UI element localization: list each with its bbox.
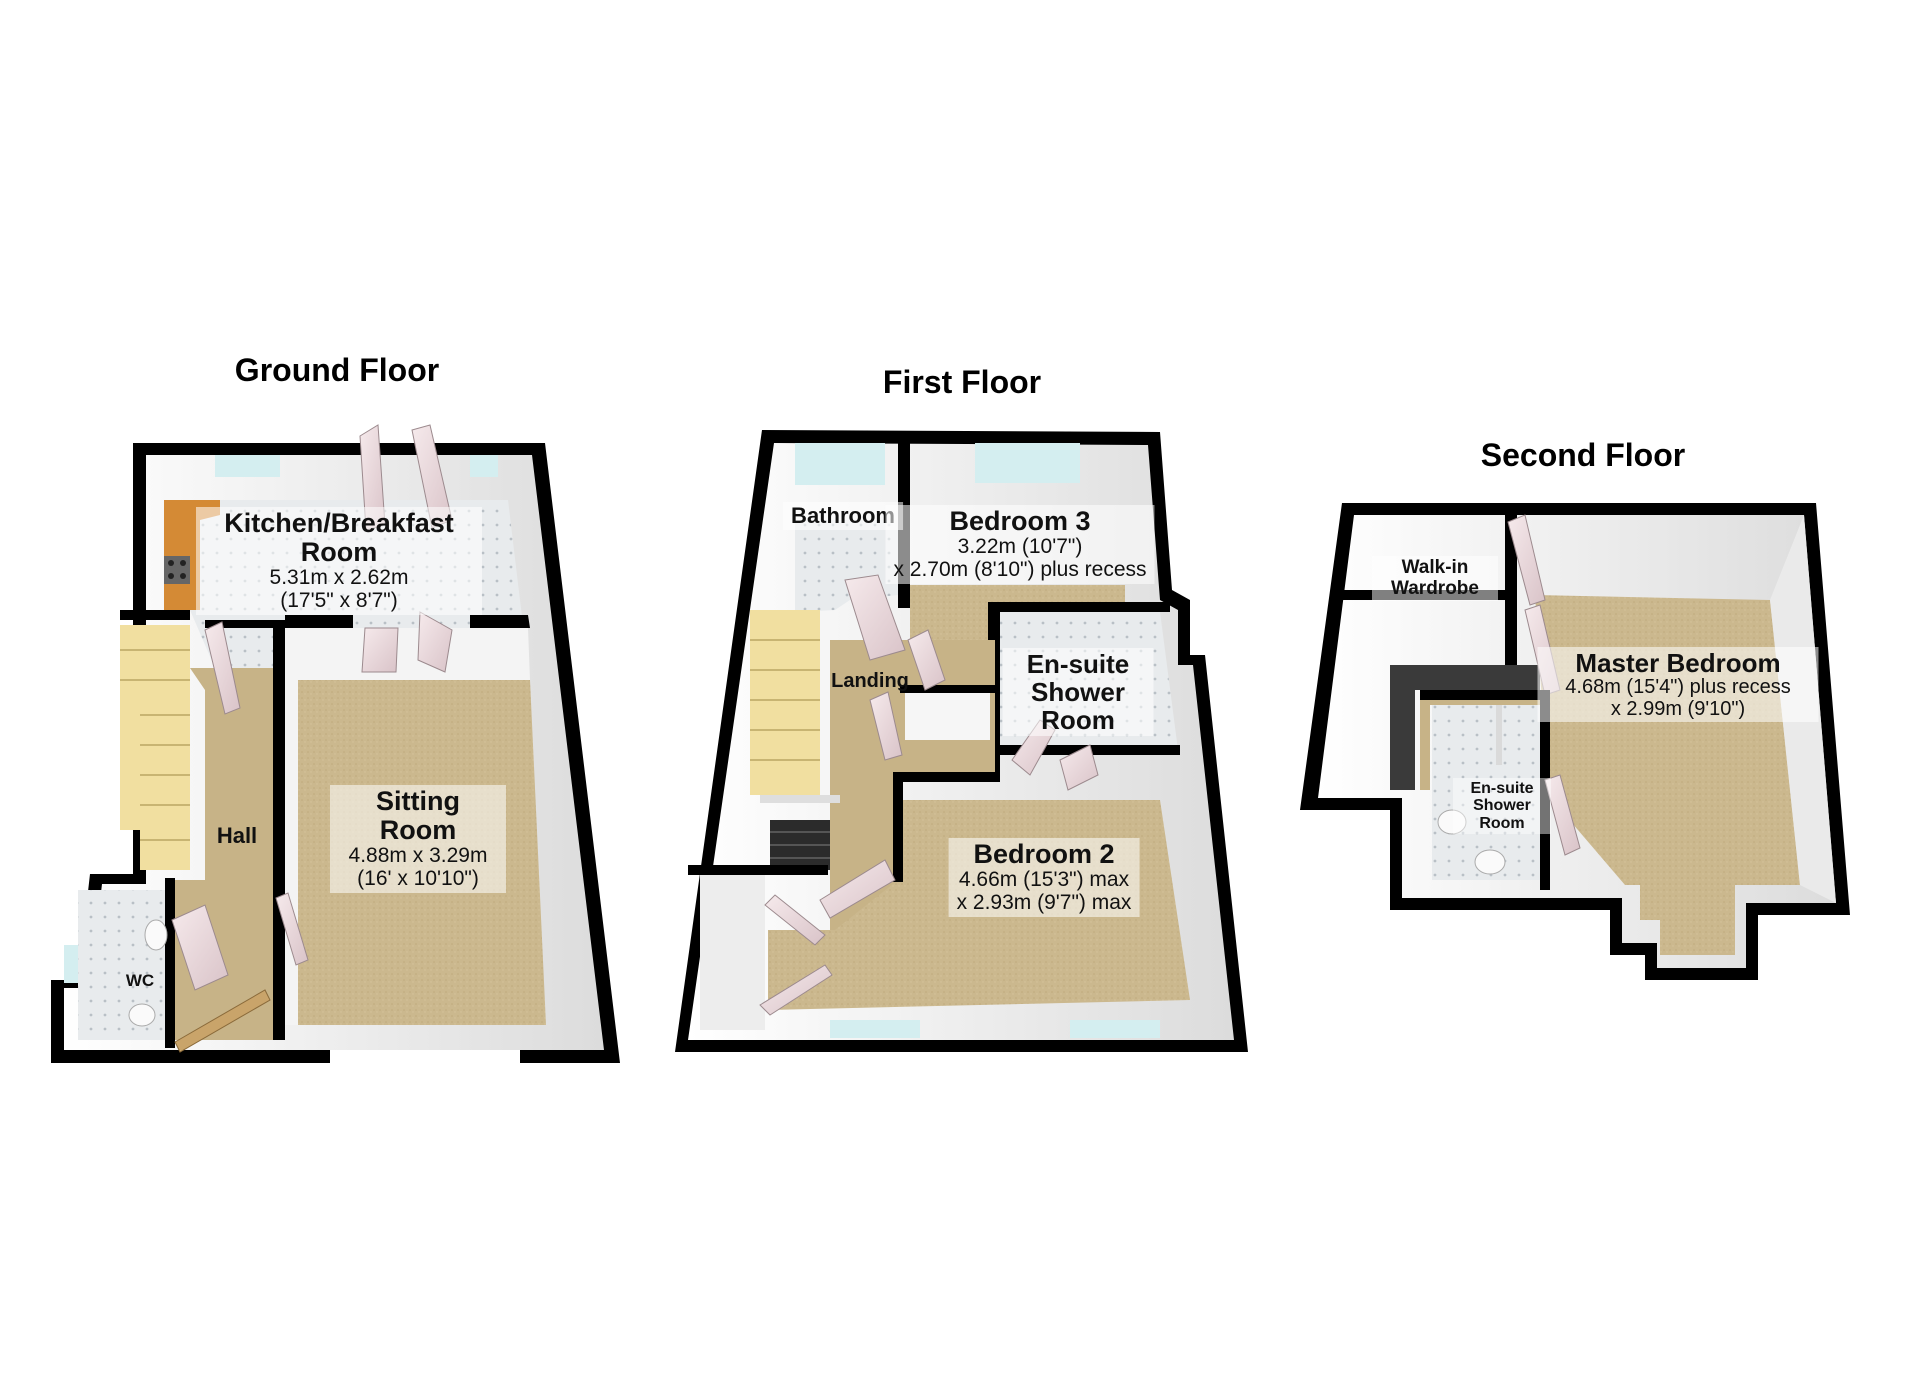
sitting-door — [275, 892, 309, 966]
wardrobe-label: Walk-in Wardrobe — [1372, 556, 1498, 602]
master-bedroom-label: Master Bedroom 4.68m (15'4") plus recess… — [1537, 647, 1819, 723]
sitting-window — [330, 1050, 520, 1063]
ensuite-basin-icon — [1437, 809, 1467, 835]
first-floor-title: First Floor — [882, 364, 1042, 400]
bedroom3-door — [907, 629, 946, 691]
cupboard-door-1 — [764, 894, 826, 946]
bedroom3-window — [975, 443, 1080, 483]
sitting-room-dim-imperial: (16' x 10'10") — [357, 866, 479, 890]
sitting-room-wall-shade — [285, 628, 530, 1025]
first-ensuite-label: En-suite Shower Room — [1002, 648, 1154, 737]
cupboard-lower-left — [700, 870, 765, 1030]
wc-label: WC — [118, 970, 162, 992]
master-bedroom-dim-metric: 4.68m (15'4") plus recess — [1565, 676, 1791, 699]
wc-window — [64, 945, 78, 983]
second-floor-title: Second Floor — [1480, 437, 1686, 473]
sitting-top-wall — [285, 615, 353, 628]
master-bedroom-dim-imperial: x 2.99m (9'10") — [1610, 697, 1746, 720]
second-ensuite-door — [1544, 774, 1581, 856]
shower-screen — [1496, 705, 1502, 765]
wardrobe-name: Walk-in Wardrobe — [1391, 557, 1479, 599]
bedroom2-top-wall — [900, 772, 1000, 782]
sitting-room-label: Sitting Room 4.88m x 3.29m (16' x 10'10"… — [330, 785, 506, 893]
first-ensuite-name: En-suite Shower Room — [1026, 649, 1130, 736]
second-ensuite-floor — [1432, 705, 1540, 880]
ensuite-toilet-icon — [1474, 849, 1506, 875]
bedroom2-left-wall — [893, 772, 903, 882]
bedroom3-dim-imperial: x 2.70m (8'10") plus recess — [893, 557, 1147, 581]
hall-label: Hall — [209, 822, 265, 850]
front-door — [174, 989, 271, 1053]
sitting-room-name: Sitting Room — [376, 786, 460, 846]
basin-icon — [128, 1003, 156, 1027]
bedroom3-name: Bedroom 3 — [949, 506, 1091, 536]
bedroom3-dim-metric: 3.22m (10'7") — [957, 535, 1083, 559]
bathroom-label: Bathroom — [783, 502, 903, 530]
kitchen-sitting-door-2 — [417, 611, 453, 673]
kitchen-window-left — [215, 455, 280, 477]
wc-door — [171, 904, 229, 991]
master-bedroom-recess — [1640, 885, 1735, 955]
bathroom-window — [795, 443, 885, 485]
bedroom2-window-right — [1070, 1020, 1160, 1038]
hall-name: Hall — [216, 823, 258, 848]
first-staircase — [750, 610, 830, 870]
kitchen-name: Kitchen/Breakfast Room — [224, 508, 454, 568]
second-ensuite-wall-right — [1540, 690, 1550, 890]
ground-floor-title: Ground Floor — [234, 352, 440, 388]
landing-name: Landing — [831, 670, 909, 692]
sitting-room-dim-metric: 4.88m x 3.29m — [348, 844, 488, 868]
master-bedroom-name: Master Bedroom — [1575, 648, 1781, 678]
bedroom3-bottom-wall — [995, 602, 1170, 612]
wc-floor — [78, 890, 165, 1040]
landing-cupboard — [905, 690, 990, 740]
second-ensuite-label: En-suite Shower Room — [1453, 778, 1551, 834]
hall-kitchen-door — [204, 621, 241, 715]
wc-wall — [165, 878, 175, 1048]
landing-door — [869, 691, 903, 761]
cupboard-door-2 — [759, 964, 833, 1016]
bedroom2-dim-metric: 4.66m (15'3") max — [958, 868, 1130, 892]
bedroom2-door — [819, 859, 896, 919]
bedroom2-dim-imperial: x 2.93m (9'7") max — [956, 890, 1132, 914]
bathroom-name: Bathroom — [791, 503, 895, 528]
bedroom2-name: Bedroom 2 — [973, 839, 1115, 869]
cupboard-lower-left-wall — [688, 865, 828, 875]
kitchen-sitting-door-1 — [361, 627, 399, 673]
ensuite-door-2 — [1059, 744, 1099, 791]
second-ensuite-wall-top — [1420, 690, 1545, 700]
landing-label: Landing — [823, 669, 917, 695]
kitchen-dim-metric: 5.31m x 2.62m — [269, 566, 409, 590]
ground-staircase — [120, 625, 190, 870]
bedroom3-label: Bedroom 3 3.22m (10'7") x 2.70m (8'10") … — [885, 505, 1155, 584]
hob-icon — [164, 556, 190, 584]
second-ensuite-name: En-suite Shower Room — [1470, 780, 1534, 832]
toilet-icon — [144, 919, 168, 951]
bedroom2-label: Bedroom 2 4.66m (15'3") max x 2.93m (9'7… — [948, 838, 1140, 917]
stair-banister — [760, 795, 840, 803]
bathroom-door — [844, 574, 906, 661]
kitchen-window-right — [470, 455, 498, 477]
kitchen-dim-imperial: (17'5" x 8'7") — [280, 588, 398, 612]
wardrobe-wall — [1505, 515, 1517, 665]
sitting-top-wall-right — [470, 615, 530, 628]
kitchen-label: Kitchen/Breakfast Room 5.31m x 2.62m (17… — [196, 507, 482, 615]
wc-name: WC — [125, 971, 155, 990]
bedroom2-window-left — [830, 1020, 920, 1038]
wardrobe-door — [1507, 514, 1546, 606]
cupboard-wall — [900, 685, 995, 693]
